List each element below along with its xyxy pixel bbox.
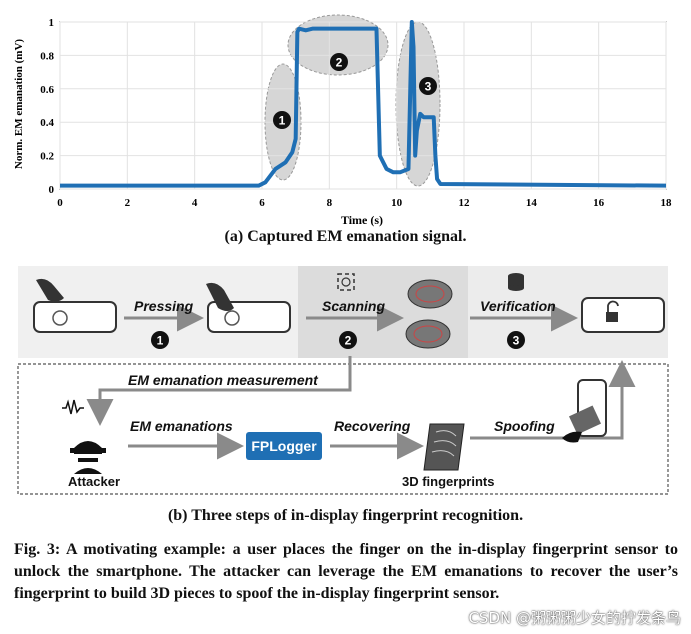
svg-text:1: 1 xyxy=(279,114,286,128)
y-tick-label: 0.8 xyxy=(40,50,54,62)
x-tick-label: 2 xyxy=(125,197,131,209)
step-label-pressing: Pressing xyxy=(134,298,194,314)
fplogger-box: FPLogger xyxy=(246,432,322,460)
recognition-diagram xyxy=(0,0,691,290)
phone-1-icon xyxy=(33,278,117,333)
step-1-marker: 1 xyxy=(151,331,169,349)
x-tick-label: 6 xyxy=(259,197,265,209)
spoofing-label: Spoofing xyxy=(494,418,555,434)
x-tick-label: 16 xyxy=(593,197,605,209)
svg-text:3: 3 xyxy=(513,334,520,348)
y-tick-label: 1 xyxy=(49,17,55,29)
em-emanations-label: EM emanations xyxy=(130,418,233,434)
database-icon xyxy=(508,273,524,291)
diagram-caption: (b) Three steps of in-display fingerprin… xyxy=(167,507,524,524)
series-line xyxy=(60,20,667,188)
phone-2-icon xyxy=(206,282,291,333)
x-tick-label: 4 xyxy=(192,197,198,209)
scanner-icon xyxy=(337,273,355,291)
spoofing-arrow xyxy=(470,360,636,440)
fingerprint-scans-icon xyxy=(405,279,453,349)
diagram-body: 1 2 3 xyxy=(17,266,669,495)
step-label-verification: Verification xyxy=(480,298,556,314)
measurement-label: EM emanation measurement xyxy=(128,372,318,388)
annotation-marker-1: 1 xyxy=(273,111,291,129)
x-tick-label: 10 xyxy=(391,197,403,209)
chart-caption: (a) Captured EM emanation signal. xyxy=(224,228,467,245)
svg-text:3: 3 xyxy=(425,80,432,94)
y-tick-label: 0 xyxy=(49,184,55,196)
fingerprint-3d-icon xyxy=(423,423,465,471)
y-axis-label: Norm. EM emanation (mV) xyxy=(13,39,25,169)
attacker-icon xyxy=(70,441,106,474)
phone-unlocked-icon xyxy=(581,297,665,333)
annotation-marker-3: 3 xyxy=(419,77,437,95)
svg-text:2: 2 xyxy=(345,334,352,348)
fingerprints-3d-label: 3D fingerprints xyxy=(402,474,495,489)
svg-text:1: 1 xyxy=(157,334,164,348)
figure-caption: Fig. 3: A motivating example: a user pla… xyxy=(14,541,678,602)
measurement-arrow xyxy=(86,356,352,426)
annotation-marker-2: 2 xyxy=(330,53,348,71)
x-tick-label: 0 xyxy=(57,197,63,209)
x-axis-label: Time (s) xyxy=(341,213,383,227)
spoof-phone-icon xyxy=(562,379,607,443)
watermark: CSDN @粥粥粥少女的拧发条鸟 xyxy=(468,609,681,627)
recovering-label: Recovering xyxy=(334,418,411,434)
y-tick-label: 0.6 xyxy=(40,84,54,96)
x-tick-label: 18 xyxy=(661,197,673,209)
y-tick-label: 0.2 xyxy=(40,151,54,163)
signal-wave-icon xyxy=(62,399,84,415)
svg-text:2: 2 xyxy=(336,56,343,70)
step-label-scanning: Scanning xyxy=(322,298,386,314)
x-tick-label: 14 xyxy=(526,197,538,209)
x-tick-label: 8 xyxy=(327,197,333,209)
em-emanation-chart: 0 2 4 6 8 10 12 14 16 18 0 0.2 0.4 0.6 0.8 1 1 2 3 Time… xyxy=(13,14,673,227)
step-3-marker: 3 xyxy=(507,331,525,349)
step-2-marker: 2 xyxy=(339,331,357,349)
x-tick-label: 12 xyxy=(459,197,471,209)
attack-box xyxy=(17,363,669,495)
attacker-label: Attacker xyxy=(68,474,121,489)
y-tick-label: 0.4 xyxy=(40,117,54,129)
